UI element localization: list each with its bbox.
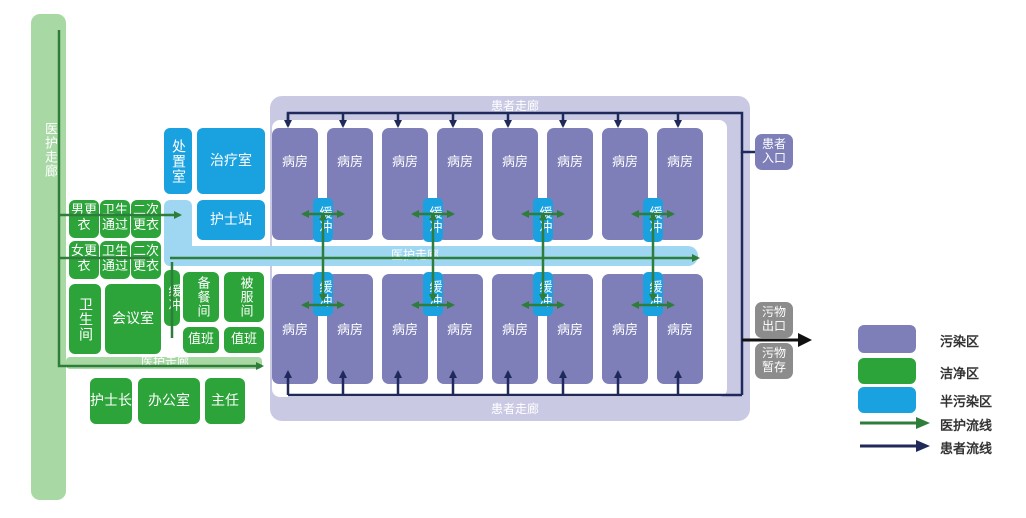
ward-room: 病房: [602, 274, 648, 384]
head-nurse-room: 护士长: [90, 378, 132, 424]
female-sanitary-passage: 卫生通过: [100, 241, 130, 279]
ward-room: 病房: [382, 128, 428, 240]
nurse-station: 护士站: [197, 200, 265, 240]
legend-swatch-semi: [858, 387, 916, 413]
patient-corridor-top-label: 患者走廊: [490, 99, 539, 114]
medical-flow-lines: [57, 30, 700, 370]
legend-swatch-contaminated: [858, 325, 916, 353]
ward-room: 病房: [272, 274, 318, 384]
bathroom: 卫生间: [69, 284, 101, 354]
legend: 污染区 洁净区 半污染区 医护流线 患者流线: [858, 322, 1018, 462]
legend-label-semi: 半污染区: [940, 395, 993, 410]
meal-prep-room: 备餐间: [183, 272, 219, 322]
patient-entrance: 患者入口: [755, 134, 793, 170]
office-room: 办公室: [138, 378, 200, 424]
ward-room: 病房: [382, 274, 428, 384]
male-second-changing: 二次更衣: [131, 200, 161, 238]
left-medical-corridor-label: 医护走廊: [41, 122, 57, 178]
patient-corridor-bottom-label: 患者走廊: [490, 402, 539, 417]
legend-label-clean: 洁净区: [940, 367, 980, 382]
ward-room: 病房: [327, 128, 373, 240]
female-changing-room: 女更衣: [69, 241, 99, 279]
ward-room: 病房: [327, 274, 373, 384]
waste-exit: 污物出口: [755, 302, 793, 338]
ward-room: 病房: [657, 128, 703, 240]
ward-room: 病房: [492, 128, 538, 240]
ward-room: 病房: [547, 128, 593, 240]
meeting-room: 会议室: [105, 284, 161, 354]
female-second-changing: 二次更衣: [131, 241, 161, 279]
legend-arrows: [860, 417, 930, 452]
legend-label-contaminated: 污染区: [940, 335, 980, 350]
legend-label-patient-flow: 患者流线: [940, 442, 993, 457]
ward-room: 病房: [657, 274, 703, 384]
duty-room: 值班: [183, 327, 219, 353]
duty-room: 值班: [224, 327, 264, 353]
ward-room: 病房: [437, 128, 483, 240]
director-room: 主任: [205, 378, 245, 424]
patient-flow-lines: [284, 111, 755, 397]
bedding-room: 被服间: [224, 272, 264, 322]
legend-label-medical-flow: 医护流线: [940, 419, 993, 434]
ward-room: 病房: [602, 128, 648, 240]
ward-room: 病房: [492, 274, 538, 384]
disposal-room: 处置室: [164, 128, 192, 194]
treatment-room: 治疗室: [197, 128, 265, 194]
ward-room: 病房: [547, 274, 593, 384]
legend-swatch-clean: [858, 358, 916, 384]
waste-storage: 污物暂存: [755, 343, 793, 379]
ward-room: 病房: [272, 128, 318, 240]
ward-room: 病房: [437, 274, 483, 384]
